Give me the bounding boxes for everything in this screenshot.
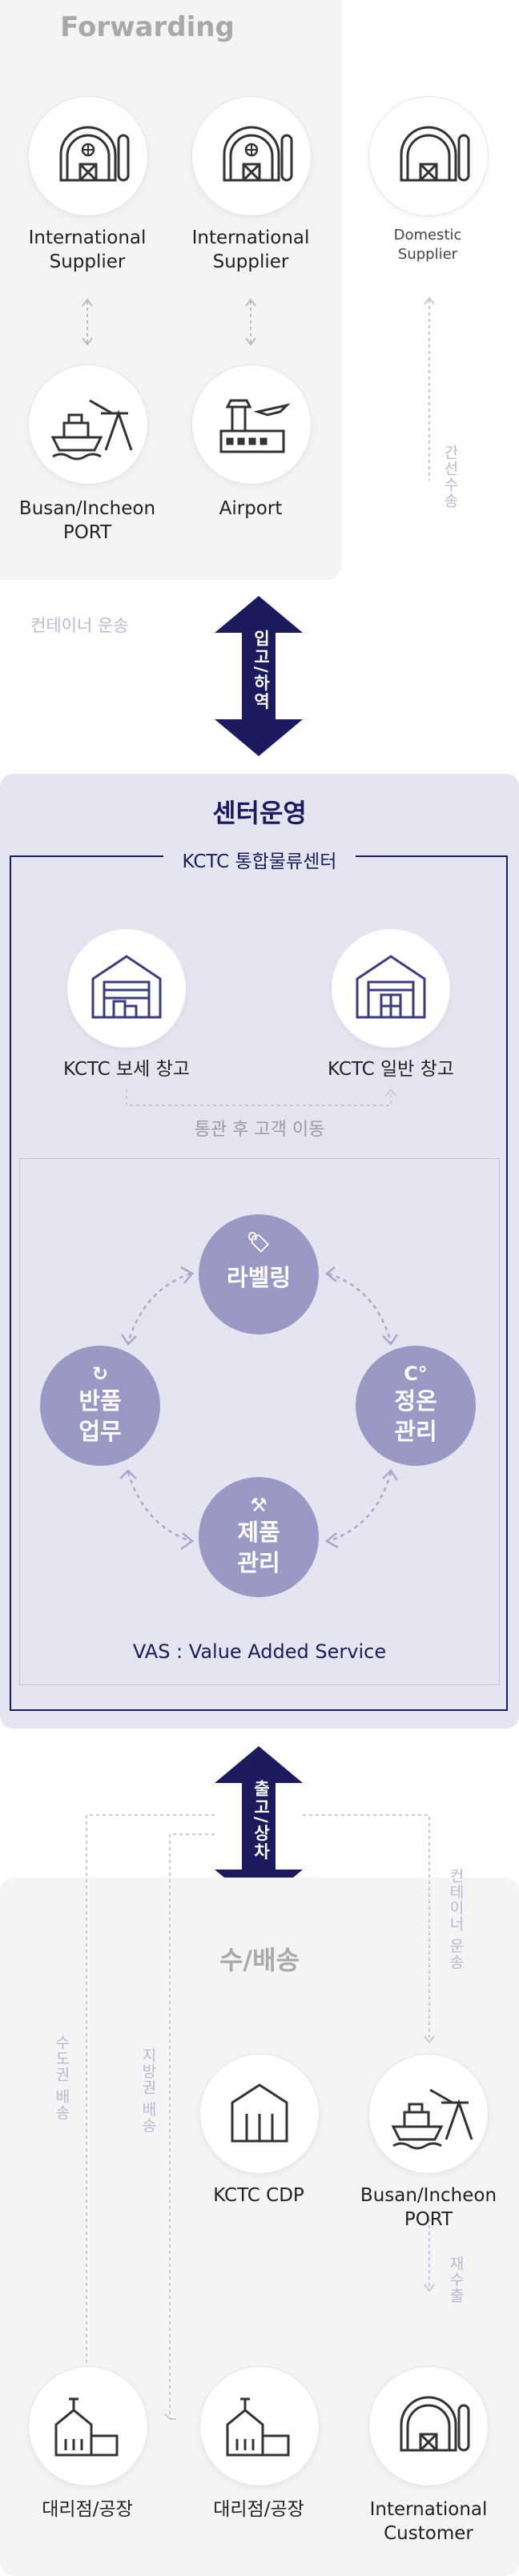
product-label: 제품 관리 [237,1519,280,1576]
inbound-label: 입고/하역 [251,630,271,711]
container-transport-out-label: 컨테이너 운송 [447,1868,465,1970]
intl-supplier-1-label: International Supplier [28,227,147,272]
supplier-link-arrows [82,298,256,346]
airport-node [191,364,312,485]
trunk-transport-label: 간선수송 [441,445,459,509]
distribution-title: 수/배송 [219,1945,300,1975]
dealer-2-node [199,2366,320,2486]
domestic-supplier-node [368,96,489,216]
port-node [28,364,148,485]
transfer-connector [126,1088,396,1106]
airport-label: Airport [219,498,283,519]
refresh-icon: ↻ [91,1362,109,1385]
warehouse-icon [91,955,162,1019]
metro-delivery-label: 수도권 배송 [53,2035,70,2121]
transfer-label: 통관 후 고객 이동 [194,1120,325,1140]
ship-crane-icon [391,2088,473,2150]
bonded-warehouse-label: KCTC 보세 창고 [63,1059,190,1080]
celsius-icon: C° [404,1362,428,1385]
temperature-circle: C° 정온 관리 [356,1346,476,1466]
factory-icon [54,2397,119,2457]
inbound-double-arrow [215,596,303,756]
labeling-label: 라벨링 [226,1264,292,1291]
airport-icon [219,399,291,453]
ship-crane-icon [50,399,133,461]
forwarding-panel [0,0,341,580]
outbound-double-arrow [215,1746,303,1906]
bonded-warehouse-node [67,929,186,1048]
domestic-supplier-label: Domestic Supplier [393,227,462,263]
reexport-label: 재수출 [447,2256,465,2304]
product-circle: ⚒ 제품 관리 [199,1477,319,1597]
hangar-icon [400,2396,470,2452]
dealer-2-label: 대리점/공장 [213,2499,304,2520]
general-warehouse-node [332,929,450,1048]
container-transport-label: 컨테이너 운송 [30,616,129,635]
returns-label: 반품 업무 [78,1387,122,1445]
port-label: Busan/Incheon PORT [18,498,156,543]
hangar-icon [400,126,470,182]
hangar-icon [59,126,130,182]
warehouse-icon [356,955,426,1019]
port-out-node [368,2054,489,2174]
outbound-label: 출고/상차 [251,1780,271,1862]
intl-customer-node [368,2366,489,2486]
cdp-label: KCTC CDP [213,2185,304,2206]
center-title: 센터운영 [212,798,307,828]
vas-caption: VAS : Value Added Service [132,1640,387,1663]
center-subtitle: KCTC 통합물류센터 [163,846,356,873]
intl-supplier-2-label: International Supplier [191,227,310,272]
intl-supplier-1-node [28,96,148,216]
forwarding-title: Forwarding [60,11,235,43]
vas-frame [19,1158,500,1685]
tag-icon: 🏷 [246,1231,272,1254]
intl-supplier-2-node [191,96,312,216]
intl-customer-label: International Customer [369,2499,488,2544]
tools-icon: ⚒ [250,1494,268,1516]
factory-icon [226,2397,290,2457]
returns-circle: ↻ 반품 업무 [40,1346,160,1466]
hangar-icon [223,126,293,182]
temperature-label: 정온 관리 [394,1387,437,1445]
labeling-circle: 🏷 라벨링 [199,1214,319,1334]
forwarding-connectors [424,296,435,481]
dealer-1-node [28,2366,148,2486]
dealer-1-label: 대리점/공장 [42,2499,133,2520]
regional-delivery-label: 지방권 배송 [139,2047,157,2134]
general-warehouse-label: KCTC 일반 창고 [328,1059,454,1080]
vas-cycle-arrows [119,1266,399,1551]
cdp-node [199,2054,320,2174]
building-icon [231,2083,288,2143]
port-out-label: Busan/Incheon PORT [360,2185,497,2230]
